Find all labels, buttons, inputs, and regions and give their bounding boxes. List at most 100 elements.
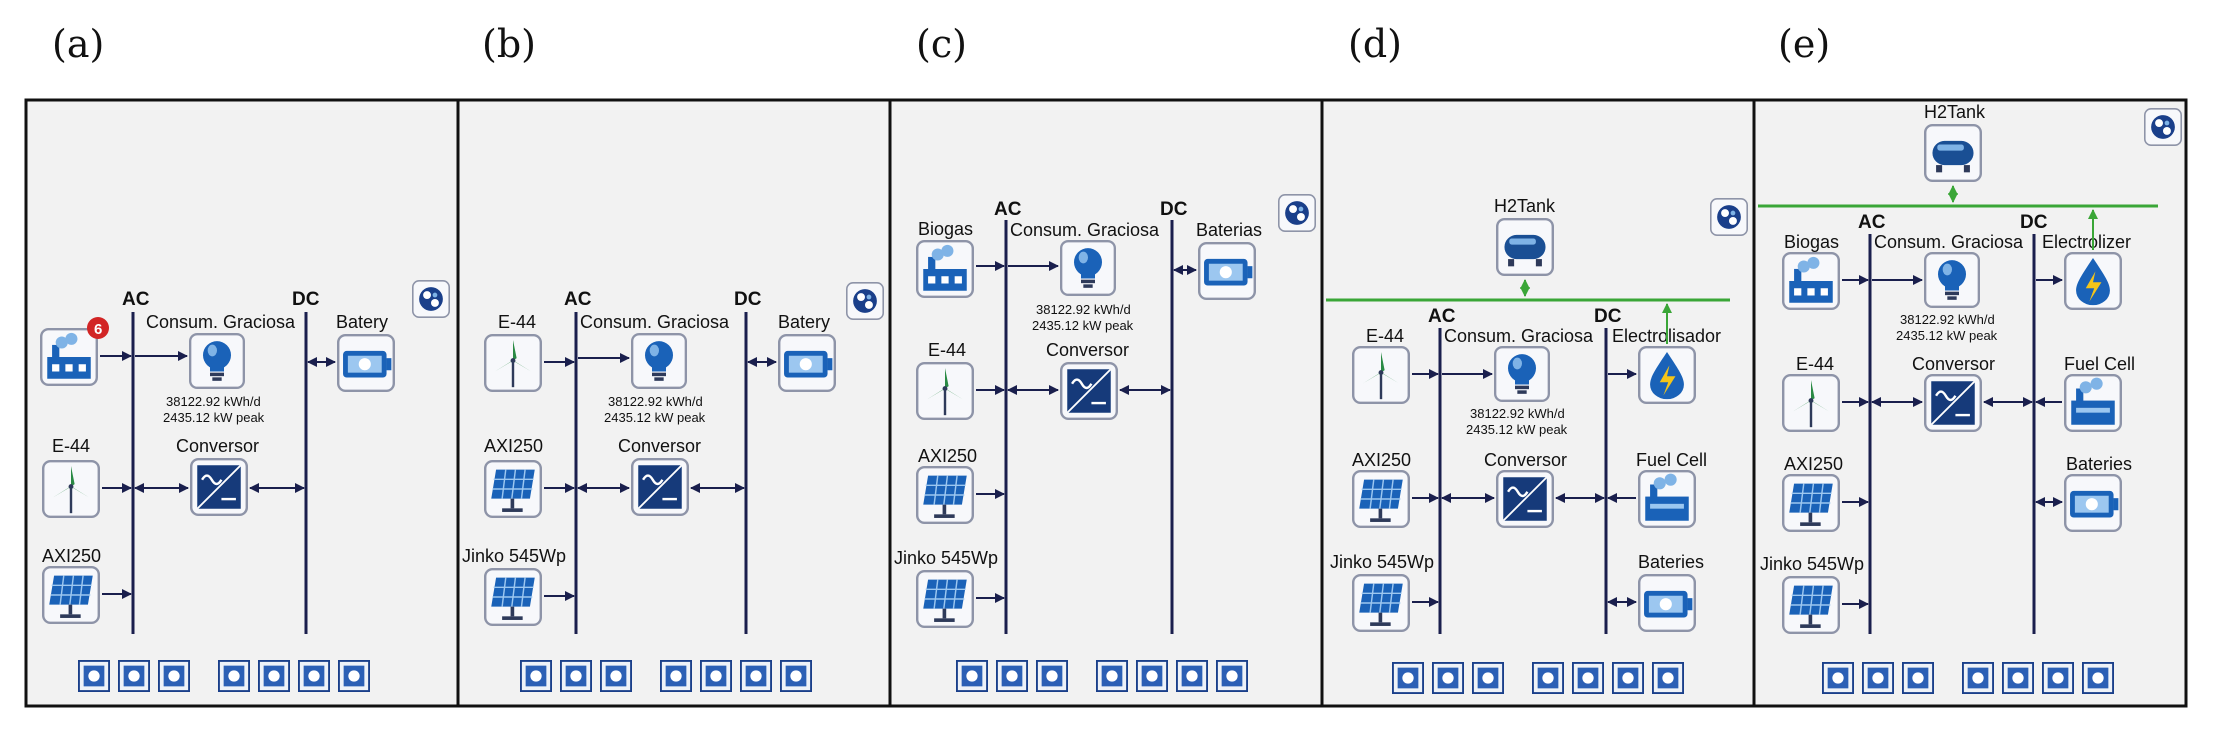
toolbar-button[interactable] [996,660,1028,692]
pv-label: AXI250 [484,436,543,456]
generator-icon [1782,252,1840,310]
bus-ac-label: AC [994,199,1022,220]
battery-label: Batery [778,312,830,332]
generator-badge [87,317,109,339]
generator-icon [916,240,974,298]
load-name: Consum. Graciosa [146,312,296,332]
toolbar-button[interactable] [660,660,692,692]
toolbar-button[interactable] [1572,662,1604,694]
battery-label: Batery [336,312,388,332]
pv2-label: Jinko 545Wp [1330,552,1434,572]
wind-label: E-44 [498,312,536,332]
toolbar-button[interactable] [600,660,632,692]
toolbar-button[interactable] [1822,662,1854,694]
toolbar-button[interactable] [700,660,732,692]
biogas-label: Biogas [918,219,973,239]
toolbar-button[interactable] [118,660,150,692]
toolbar-button[interactable] [1432,662,1464,694]
wind-label: E-44 [1796,354,1834,374]
load-name: Consum. Graciosa [580,312,730,332]
toolbar-button[interactable] [1902,662,1934,694]
light-bulb-icon [189,333,245,389]
battery-icon [1198,242,1256,300]
fuel-cell-icon [1638,470,1696,528]
toolbar-button[interactable] [1392,662,1424,694]
load-energy: 38122.92 kWh/d [608,394,703,409]
load-energy: 38122.92 kWh/d [1470,406,1565,421]
load-name: Consum. Graciosa [1010,220,1160,240]
toolbar-button[interactable] [1612,662,1644,694]
toolbar [1822,662,2114,694]
toolbar-button[interactable] [1962,662,1994,694]
light-bulb-icon [1494,346,1550,402]
toolbar-button[interactable] [1176,660,1208,692]
toolbar-button[interactable] [2082,662,2114,694]
wind-label: E-44 [1366,326,1404,346]
converter-label: Conversor [176,436,259,456]
pv2-label: Jinko 545Wp [462,546,566,566]
wind-turbine-icon [1352,346,1410,404]
toolbar-button[interactable] [1036,660,1068,692]
bus-dc-label: DC [292,289,320,310]
toolbar-button[interactable] [780,660,812,692]
solar-panel-icon [1352,470,1410,528]
wind-label: E-44 [928,340,966,360]
toolbar-button[interactable] [1472,662,1504,694]
load-peak: 2435.12 kW peak [1896,328,1998,343]
load-energy: 38122.92 kWh/d [1036,302,1131,317]
solar-panel-icon [916,466,974,524]
battery-icon [2064,474,2122,532]
toolbar-button[interactable] [338,660,370,692]
panel-b: AC DC Consum. Graciosa 38122.92 kWh/d 24… [456,98,892,708]
wind-turbine-icon [916,362,974,420]
toolbar-button[interactable] [956,660,988,692]
toolbar-button[interactable] [258,660,290,692]
wind-turbine-icon [1782,374,1840,432]
bus-ac-label: AC [1428,306,1456,327]
converter-icon [1924,374,1982,432]
settings-icon[interactable] [2144,108,2182,146]
fuel-cell-icon [2064,374,2122,432]
converter-icon [190,458,248,516]
toolbar-button[interactable] [520,660,552,692]
bus-dc-label: DC [2020,212,2048,233]
toolbar-button[interactable] [78,660,110,692]
light-bulb-icon [1060,240,1116,296]
converter-label: Conversor [1484,450,1567,470]
settings-icon[interactable] [846,282,884,320]
toolbar-button[interactable] [1096,660,1128,692]
generator-badge-count: 6 [94,321,102,338]
bus-ac-label: AC [564,289,592,310]
toolbar-button[interactable] [1652,662,1684,694]
load-peak: 2435.12 kW peak [604,410,706,425]
settings-icon[interactable] [412,280,450,318]
pv-label: AXI250 [1784,454,1843,474]
solar-panel-icon [1352,574,1410,632]
toolbar-button[interactable] [2042,662,2074,694]
toolbar-button[interactable] [2002,662,2034,694]
solar-panel-icon [42,566,100,624]
h2tank-label: H2Tank [1924,102,1986,122]
settings-icon[interactable] [1278,194,1316,232]
toolbar-button[interactable] [158,660,190,692]
toolbar-button[interactable] [1216,660,1248,692]
toolbar [1392,662,1684,694]
toolbar [520,660,812,692]
toolbar-button[interactable] [1532,662,1564,694]
electrolyzer-icon [2064,252,2122,310]
toolbar-button[interactable] [298,660,330,692]
toolbar-button[interactable] [1862,662,1894,694]
biogas-label: Biogas [1784,232,1839,252]
toolbar-button[interactable] [218,660,250,692]
toolbar-button[interactable] [560,660,592,692]
toolbar-button[interactable] [1136,660,1168,692]
battery-icon [778,334,836,392]
battery-label: Bateries [1638,552,1704,572]
toolbar-button[interactable] [740,660,772,692]
settings-icon[interactable] [1710,198,1748,236]
solar-panel-icon [484,568,542,626]
bus-ac-label: AC [122,289,150,310]
solar-panel-icon [916,570,974,628]
fuel-cell-label: Fuel Cell [1636,450,1707,470]
pv2-label: Jinko 545Wp [894,548,998,568]
